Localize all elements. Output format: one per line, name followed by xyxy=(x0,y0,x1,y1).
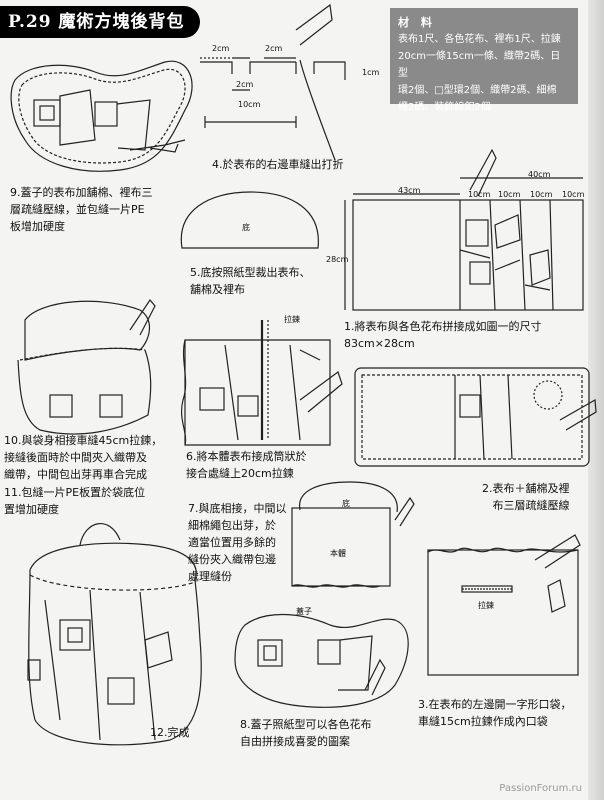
dim-10cm-label: 10cm xyxy=(468,190,491,199)
attach-bottom-diagram xyxy=(291,481,415,588)
dim-10cm-label: 10cm xyxy=(238,100,261,109)
page-title: P.29 魔術方塊後背包 xyxy=(0,6,200,38)
bottom-label: 底 xyxy=(342,499,350,508)
dim-1cm-label: 1cm xyxy=(362,68,380,77)
dim-10cm-label: 10cm xyxy=(562,190,585,199)
step-9-caption: 9.蓋子的表布加舖棉、裡布三 層疏縫壓線，並包縫一片PE 板增加硬度 xyxy=(10,186,153,233)
materials-line: 20cm一條15cm一條、織帶2碼、日型 xyxy=(398,51,561,79)
step-12-caption: 12.完成 xyxy=(150,726,190,739)
step-2-caption: 2.表布＋舖棉及裡 布三層疏縫壓線 xyxy=(482,482,570,512)
step-11-caption: 11.包縫一片PE板置於袋底位 置增加硬度 xyxy=(4,486,146,516)
dim-40cm-label: 40cm xyxy=(528,170,551,179)
attach-lid-illustration xyxy=(17,298,156,435)
dim-10cm-label: 10cm xyxy=(498,190,521,199)
dim-2cm-label: 2cm xyxy=(265,44,283,53)
step-4-caption: 4.於表布的右邊車縫出打折 xyxy=(212,158,344,171)
body-label: 本體 xyxy=(330,549,346,558)
quilted-panel-diagram xyxy=(354,367,597,467)
bottom-pattern xyxy=(180,191,319,249)
zipper-label: 拉鍊 xyxy=(284,315,300,324)
materials-box: 材 料 表布1尺、各色花布、裡布1尺、拉鍊 20cm一條15cm一條、織帶2碼、… xyxy=(390,8,578,113)
bottom-label: 底 xyxy=(242,223,250,232)
dim-2cm-label: 2cm xyxy=(212,44,230,53)
tube-diagram xyxy=(181,320,343,446)
lid-label: 蓋子 xyxy=(296,607,312,616)
lid-quilted-illustration xyxy=(10,60,193,172)
dim-2cm-label: 2cm xyxy=(236,80,254,89)
dim-10cm-label: 10cm xyxy=(530,190,553,199)
step-5-caption: 5.底按照紙型裁出表布、 舖棉及裡布 xyxy=(190,266,311,296)
step-6-caption: 6.將本體表布接成筒狀於 接合處縫上20cm拉鍊 xyxy=(186,450,307,480)
materials-line: 表布1尺、各色花布、裡布1尺、拉鍊 xyxy=(398,34,561,45)
panel-diagram xyxy=(344,148,584,311)
dim-43cm-label: 43cm xyxy=(398,186,421,195)
materials-line: 環2個、□型環2個、織帶2碼、細棉 xyxy=(398,85,557,96)
materials-heading: 材 料 xyxy=(398,16,436,29)
fold-diagram xyxy=(200,3,346,161)
step-10-caption: 10.與袋身相接車縫45cm拉鍊， 接縫後面時於中間夾入織帶及 織帶，中間包出芽… xyxy=(4,434,163,481)
pocket-diagram xyxy=(427,534,581,676)
lid-pattern xyxy=(234,613,409,708)
step-8-caption: 8.蓋子照紙型可以各色花布 自由拼接成喜愛的圖案 xyxy=(240,718,372,748)
step-7-caption: 7.與底相接，中間以 細棉繩包出芽，於 適當位置用多餘的 縫份夾入織帶包邊 處理… xyxy=(188,502,287,583)
dim-28cm-label: 28cm xyxy=(326,255,349,264)
watermark: PassionForum.ru xyxy=(499,783,582,794)
finished-backpack-illustration xyxy=(27,522,202,746)
step-1-caption: 1.將表布與各色花布拼接成如圖一的尺寸83cm×28cm xyxy=(344,320,542,350)
page-binding-shadow xyxy=(588,0,604,800)
materials-line: 繩2碼、裝飾線釦2個 xyxy=(398,102,491,113)
step-3-caption: 3.在表布的左邊開一字形口袋， 車縫15cm拉鍊作成內口袋 xyxy=(418,698,572,728)
zipper-label: 拉鍊 xyxy=(478,601,494,610)
